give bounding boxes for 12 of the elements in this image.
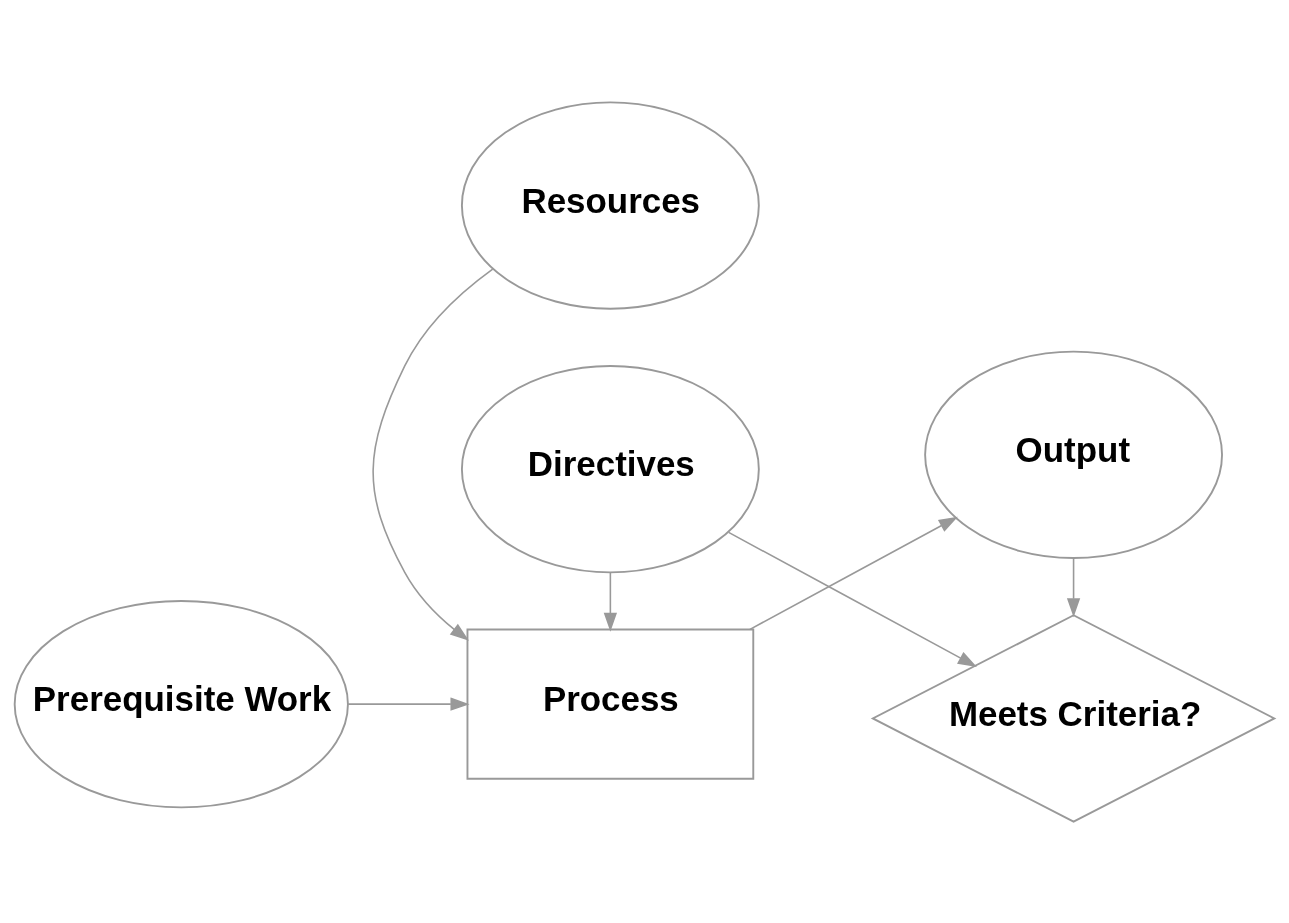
node-ellipse: Output	[924, 350, 1223, 559]
arrow	[347, 696, 470, 711]
node-diamond: Meets Criteria?	[870, 613, 1277, 823]
node-box: Process	[466, 628, 755, 780]
arrow	[1066, 557, 1081, 617]
arrow	[372, 267, 494, 641]
node-ellipse: Directives	[460, 364, 760, 573]
arrow	[749, 516, 958, 630]
arrow	[727, 531, 977, 667]
node-ellipse: Resources	[460, 100, 760, 310]
arrow	[603, 571, 618, 632]
node-ellipse: Prerequisite Work	[13, 599, 349, 808]
